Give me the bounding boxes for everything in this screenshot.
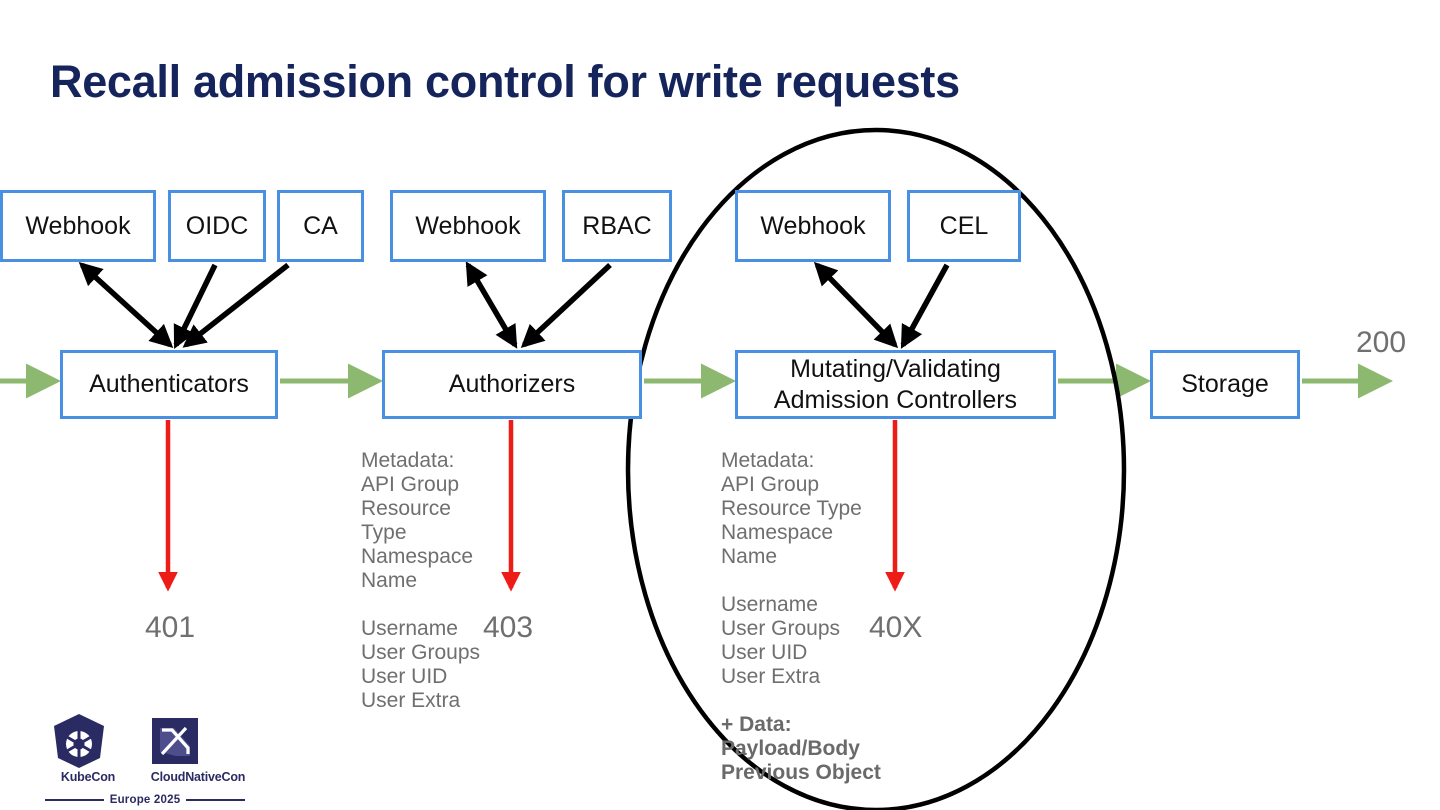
arrow-ca-authenticators	[182, 262, 290, 348]
status-code-403: 403	[483, 611, 534, 644]
plugin-label: OIDC	[185, 211, 249, 240]
stage-box-admission-controllers[interactable]: Mutating/Validating Admission Controller…	[735, 350, 1056, 419]
stage-box-authenticators[interactable]: Authenticators	[60, 350, 278, 419]
rule-left	[45, 799, 104, 801]
logo-marks	[54, 714, 198, 768]
arrow-webhook-authenticators	[78, 262, 174, 348]
arrow-cel-admission	[900, 263, 950, 349]
plugin-label: CA	[303, 211, 338, 240]
cloud-native-icon	[152, 718, 198, 764]
plugin-label: Webhook	[415, 211, 521, 240]
stage-box-authorizers[interactable]: Authorizers	[382, 350, 642, 419]
authorization-attributes: Metadata: API Group Resource Type Namesp…	[361, 449, 481, 712]
status-code-40x: 40X	[869, 611, 923, 644]
plugin-label: Webhook	[25, 211, 131, 240]
plugin-label: RBAC	[582, 211, 652, 240]
stage-label: Storage	[1181, 370, 1269, 399]
cloudnativecon-wordmark: CloudNativeCon	[150, 770, 246, 784]
conference-logo: KubeCon CloudNativeCon Europe 2025	[40, 712, 250, 806]
kubecon-wordmark: KubeCon	[60, 770, 116, 784]
arrow-oidc-authenticators	[173, 263, 218, 349]
plugin-box-ca[interactable]: CA	[277, 190, 364, 262]
rule-right	[186, 799, 245, 801]
plugin-box-webhook-admission[interactable]: Webhook	[735, 190, 891, 262]
plugin-label: Webhook	[760, 211, 866, 240]
stage-label: Authorizers	[448, 370, 576, 399]
stage-label-line-1: Mutating/Validating	[790, 355, 1001, 383]
plugin-label: CEL	[939, 211, 989, 240]
arrow-webhook-authorizers	[465, 261, 518, 349]
status-code-200: 200	[1356, 326, 1407, 359]
plugin-box-cel[interactable]: CEL	[907, 190, 1021, 262]
page-title: Recall admission control for write reque…	[50, 56, 960, 107]
plugin-arrows-authorization	[465, 261, 612, 349]
arrow-rbac-authorizers	[520, 262, 612, 348]
plugin-box-rbac[interactable]: RBAC	[562, 190, 672, 262]
stage-label: Mutating/Validating Admission Controller…	[774, 354, 1017, 415]
status-code-401: 401	[145, 611, 196, 644]
stage-box-storage[interactable]: Storage	[1150, 350, 1300, 419]
logo-edition-rule: Europe 2025	[45, 794, 245, 806]
logo-wordmarks: KubeCon CloudNativeCon	[40, 770, 250, 784]
admission-attributes: Metadata: API Group Resource Type Namesp…	[721, 449, 862, 688]
admission-extra-attributes: + Data: Payload/Body Previous Object	[721, 713, 881, 784]
stage-label: Authenticators	[89, 370, 249, 399]
logo-edition: Europe 2025	[109, 794, 181, 806]
plugin-box-webhook-authz[interactable]: Webhook	[390, 190, 546, 262]
plugin-box-webhook-authn[interactable]: Webhook	[0, 190, 156, 262]
plugin-box-oidc[interactable]: OIDC	[168, 190, 266, 262]
stage-label-line-2: Admission Controllers	[773, 385, 1018, 414]
kubernetes-helm-icon	[54, 714, 104, 768]
plugin-arrows-authentication	[78, 262, 290, 349]
arrow-webhook-admission	[813, 261, 899, 349]
plugin-arrows-admission	[813, 261, 950, 349]
